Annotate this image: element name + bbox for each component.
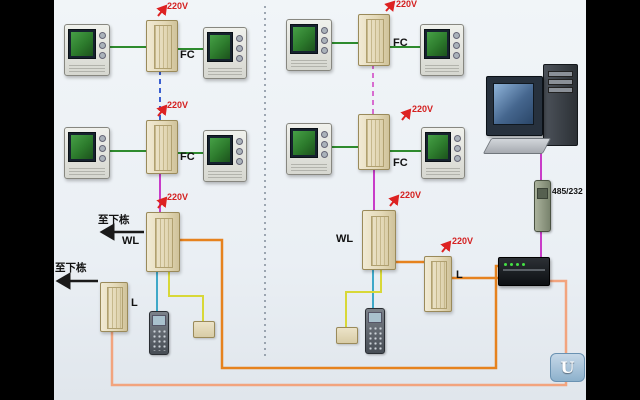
intercom-screen <box>68 29 96 59</box>
terminal-slots <box>107 286 123 330</box>
power-label: 220V <box>412 104 434 114</box>
power-label: 220V <box>396 0 418 9</box>
intercom-buttons <box>236 35 243 62</box>
intercom-screen <box>290 128 318 158</box>
converter-label: 485/232 <box>552 186 583 196</box>
intercom-speaker <box>291 163 327 171</box>
intercom-screen <box>290 24 318 54</box>
converter-band <box>537 188 548 199</box>
l-unit-right <box>424 256 452 312</box>
l-label: L <box>131 297 138 309</box>
intercom-speaker <box>69 167 105 175</box>
to-next-building-label: 至下栋 <box>98 214 130 226</box>
video-intercom-monitor <box>64 127 110 179</box>
power-label: 220V <box>167 1 189 11</box>
power-label: 220V <box>167 192 189 202</box>
door-station-handset <box>365 308 385 354</box>
video-intercom-monitor <box>203 130 247 182</box>
wl-label: WL <box>336 233 354 245</box>
intercom-buttons <box>99 32 106 59</box>
terminal-slots <box>366 119 384 167</box>
drive-bay <box>548 79 573 85</box>
video-intercom-monitor <box>64 24 110 76</box>
intercom-picture <box>428 135 449 159</box>
switch-lights <box>504 263 525 266</box>
power-label: 220V <box>400 190 422 200</box>
intercom-screen <box>424 29 451 59</box>
l-unit-left <box>100 282 128 332</box>
intercom-screen <box>207 32 234 62</box>
video-intercom-monitor <box>420 24 464 76</box>
terminal-slots <box>431 261 447 309</box>
network-switch <box>498 257 550 286</box>
junction-box <box>193 321 215 338</box>
intercom-buttons <box>236 138 243 165</box>
handset-keypad <box>152 329 166 351</box>
video-intercom-monitor <box>286 123 332 175</box>
logo-letter: U <box>560 358 575 377</box>
power-label: 220V <box>452 236 474 246</box>
terminal-slots <box>154 25 172 69</box>
intercom-buttons <box>453 32 460 59</box>
rs485-converter <box>534 180 551 232</box>
junction-box <box>336 327 358 344</box>
letterbox-right <box>586 0 640 400</box>
handset-screen <box>368 312 382 323</box>
fc-label: FC <box>393 157 408 169</box>
intercom-picture <box>71 32 93 56</box>
intercom-speaker <box>291 59 327 67</box>
fc-unit-right-1 <box>358 14 390 66</box>
l-label: L <box>456 269 463 281</box>
intercom-screen <box>207 135 234 165</box>
drive-bay <box>548 71 573 77</box>
switch-strip <box>503 269 545 271</box>
intercom-picture <box>427 32 448 56</box>
terminal-slots <box>366 19 384 63</box>
wl-unit-left <box>146 212 180 272</box>
intercom-buttons <box>321 27 328 54</box>
brand-logo-badge: U <box>550 353 585 382</box>
intercom-picture <box>210 35 231 59</box>
handset-screen <box>152 315 166 326</box>
wl-label: WL <box>122 235 140 247</box>
video-intercom-monitor <box>286 19 332 71</box>
intercom-picture <box>293 131 315 155</box>
fc-unit-left-1 <box>146 20 178 72</box>
fc-label: FC <box>180 49 195 61</box>
intercom-speaker <box>69 64 105 72</box>
computer-keyboard <box>482 138 552 154</box>
intercom-speaker <box>208 170 242 178</box>
fc-label: FC <box>180 151 195 163</box>
handset-keypad <box>368 326 382 350</box>
intercom-picture <box>71 135 93 159</box>
terminal-slots <box>154 217 174 269</box>
intercom-speaker <box>208 67 242 75</box>
video-intercom-monitor <box>203 27 247 79</box>
to-next-building-label: 至下栋 <box>55 262 87 274</box>
drive-bay <box>548 87 573 93</box>
letterbox-left <box>0 0 54 400</box>
wl-unit-right <box>362 210 396 270</box>
intercom-screen <box>425 132 452 162</box>
intercom-buttons <box>321 131 328 158</box>
terminal-slots <box>370 215 390 267</box>
fc-unit-right-2 <box>358 114 390 170</box>
fc-label: FC <box>393 37 408 49</box>
terminal-slots <box>154 125 172 171</box>
computer-screen <box>493 83 534 125</box>
intercom-picture <box>293 27 315 51</box>
computer-monitor <box>486 76 543 136</box>
intercom-speaker <box>426 167 460 175</box>
intercom-buttons <box>99 135 106 162</box>
intercom-speaker <box>425 64 459 72</box>
intercom-picture <box>210 138 231 162</box>
video-intercom-monitor <box>421 127 465 179</box>
power-label: 220V <box>167 100 189 110</box>
computer-tower <box>543 64 578 146</box>
fc-unit-left-2 <box>146 120 178 174</box>
intercom-buttons <box>454 135 461 162</box>
intercom-screen <box>68 132 96 162</box>
door-station-handset <box>149 311 169 355</box>
